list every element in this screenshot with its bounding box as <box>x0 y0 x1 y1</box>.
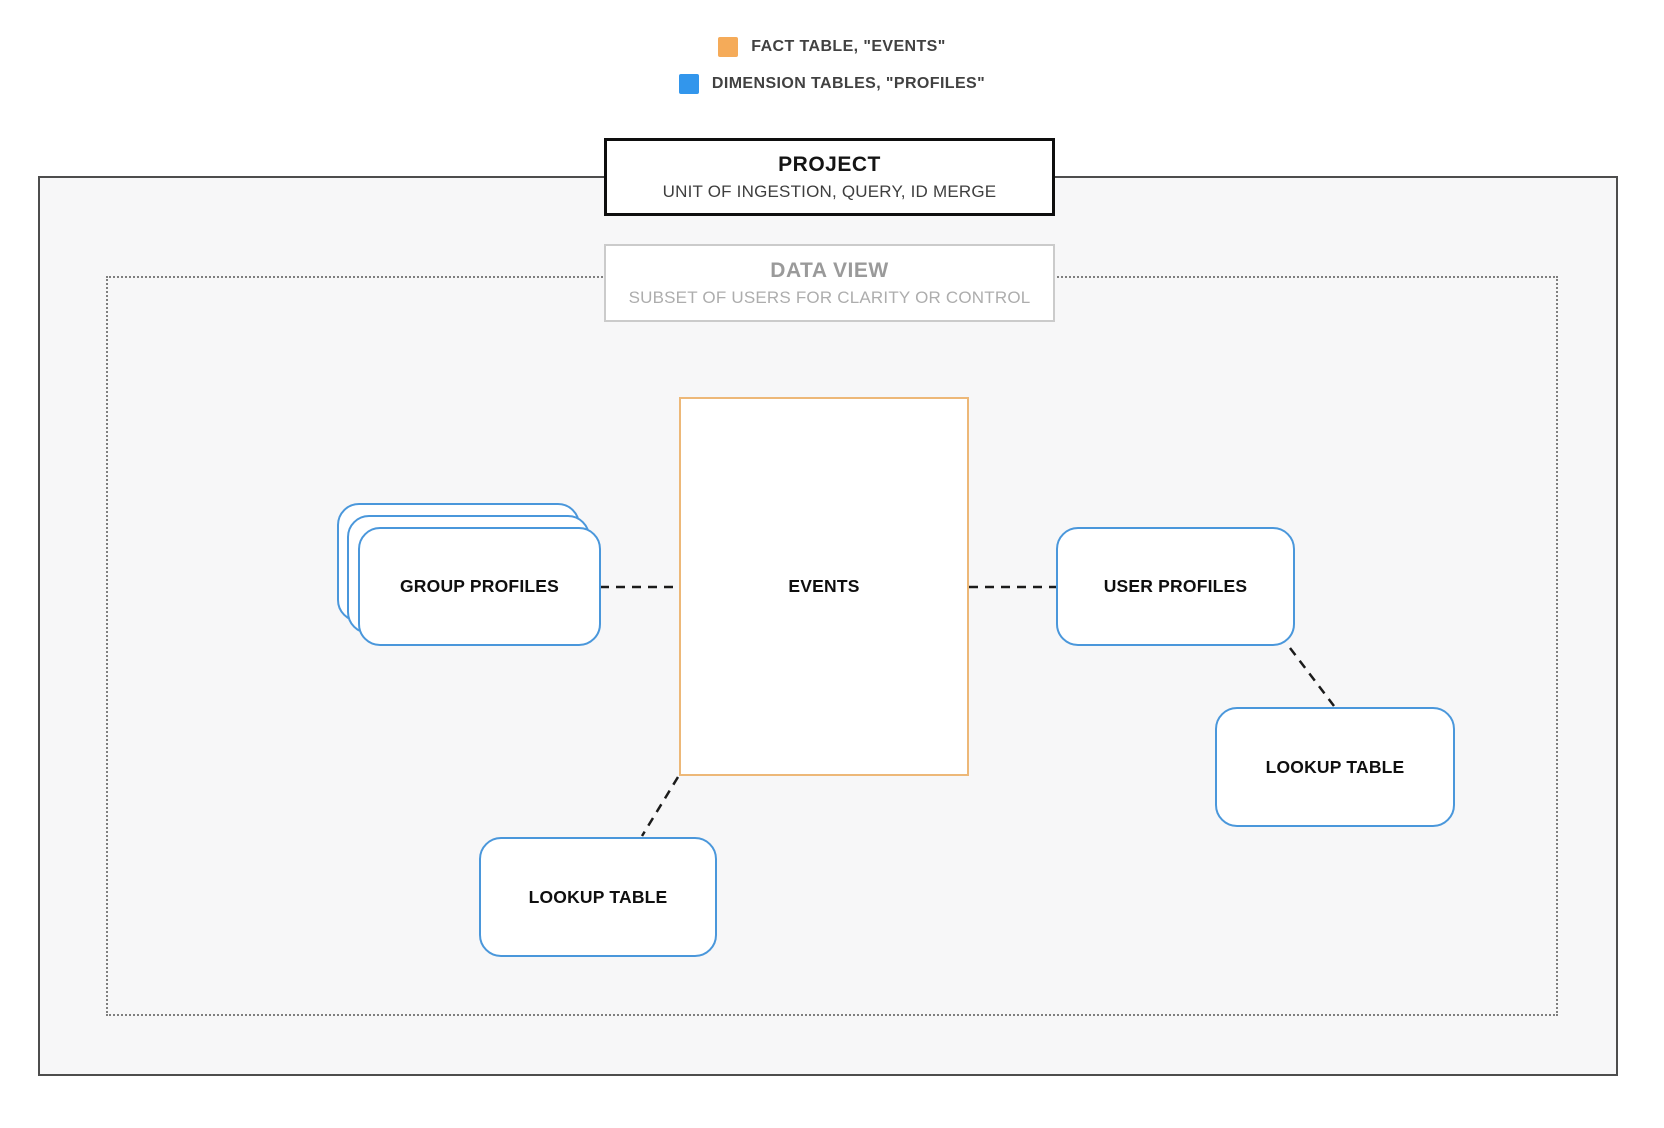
node-user-profiles-label: USER PROFILES <box>1103 576 1248 596</box>
node-events: EVENTS <box>679 397 969 776</box>
project-header: PROJECT UNIT OF INGESTION, QUERY, ID MER… <box>604 138 1055 216</box>
project-subtitle: UNIT OF INGESTION, QUERY, ID MERGE <box>662 181 997 201</box>
node-lookup-table-bottom-label: LOOKUP TABLE <box>528 886 668 907</box>
group-profiles-card-front: GROUP PROFILES <box>358 527 601 646</box>
dimension-tables-swatch-icon <box>678 74 699 94</box>
legend: FACT TABLE, "EVENTS" DIMENSION TABLES, "… <box>0 37 1664 94</box>
legend-item-fact-table: FACT TABLE, "EVENTS" <box>718 37 945 57</box>
node-lookup-table-right: LOOKUP TABLE <box>1215 707 1455 827</box>
data-view-title: DATA VIEW <box>770 258 889 282</box>
fact-table-swatch-icon <box>718 37 739 57</box>
node-group-profiles-label: GROUP PROFILES <box>399 576 560 596</box>
node-lookup-table-right-label: LOOKUP TABLE <box>1265 756 1405 777</box>
node-events-label: EVENTS <box>788 576 860 596</box>
data-view-header: DATA VIEW SUBSET OF USERS FOR CLARITY OR… <box>604 244 1055 322</box>
data-view-subtitle: SUBSET OF USERS FOR CLARITY OR CONTROL <box>628 287 1031 307</box>
legend-item-label: DIMENSION TABLES, "PROFILES" <box>711 75 986 92</box>
node-group-profiles: GROUP PROFILES <box>337 503 603 648</box>
node-lookup-table-bottom: LOOKUP TABLE <box>479 837 717 957</box>
node-user-profiles: USER PROFILES <box>1056 527 1295 646</box>
legend-item-label: FACT TABLE, "EVENTS" <box>751 38 946 55</box>
project-title: PROJECT <box>778 152 881 176</box>
legend-item-dimension-tables: DIMENSION TABLES, "PROFILES" <box>678 74 986 94</box>
